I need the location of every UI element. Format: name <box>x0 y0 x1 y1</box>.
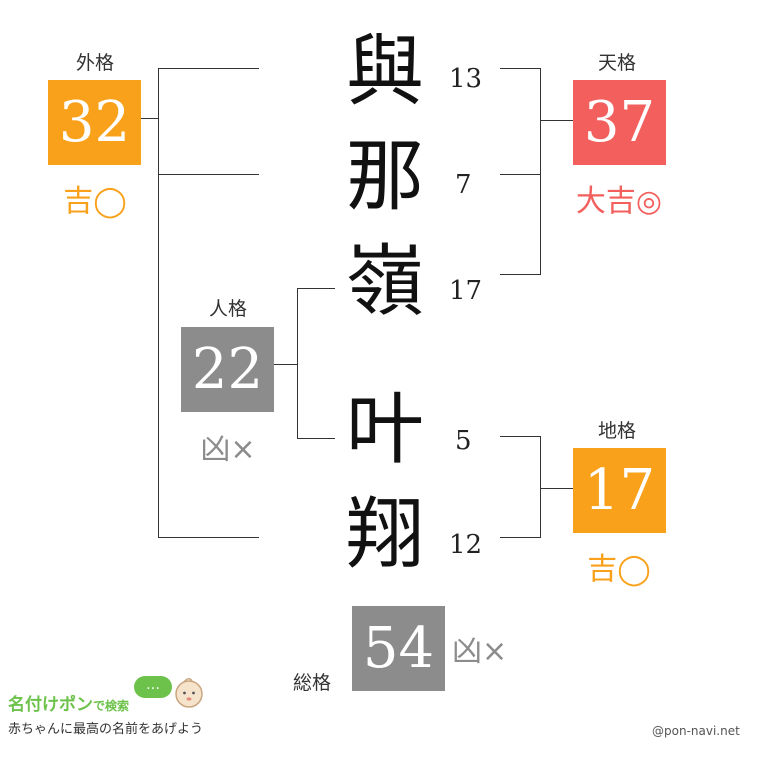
jinkaku-fortune: 凶× <box>200 432 256 467</box>
soukaku-label: 総格 <box>292 672 331 694</box>
jinkaku-value: 22 <box>181 327 274 412</box>
chikaku-fortune: 吉◯ <box>587 552 651 587</box>
gaikaku-value: 32 <box>48 80 141 165</box>
chikaku-label: 地格 <box>597 420 636 442</box>
logo-text: 名付けポン <box>8 695 93 715</box>
gaikaku-label: 外格 <box>75 52 114 74</box>
name-char-4: 叶 <box>345 385 424 475</box>
tenkaku-value: 37 <box>573 80 666 165</box>
name-char-3: 嶺 <box>345 237 424 327</box>
baby-face-icon <box>172 676 206 710</box>
stroke-count-1: 13 <box>449 64 483 94</box>
soukaku-value: 54 <box>352 606 445 691</box>
name-char-1: 與 <box>345 27 424 117</box>
jinkaku-label: 人格 <box>208 298 247 320</box>
chikaku-value: 17 <box>573 448 666 533</box>
name-char-2: 那 <box>345 132 424 222</box>
speech-bubble-icon: … <box>134 676 172 698</box>
stroke-count-3: 17 <box>449 276 483 306</box>
soukaku-fortune: 凶× <box>452 634 508 669</box>
gaikaku-fortune: 吉◯ <box>63 184 127 219</box>
tagline: 赤ちゃんに最高の名前をあげよう <box>8 722 204 737</box>
stroke-count-2: 7 <box>455 170 472 200</box>
tenkaku-fortune: 大吉◎ <box>575 184 663 219</box>
stroke-count-4: 5 <box>455 426 472 456</box>
name-char-5: 翔 <box>345 490 424 580</box>
site-credit: @pon-navi.net <box>652 724 740 738</box>
tenkaku-label: 天格 <box>597 52 636 74</box>
logo-suffix: で検索 <box>93 699 130 713</box>
stroke-count-5: 12 <box>449 530 483 560</box>
logo: 名付けポンで検索 <box>8 690 129 715</box>
